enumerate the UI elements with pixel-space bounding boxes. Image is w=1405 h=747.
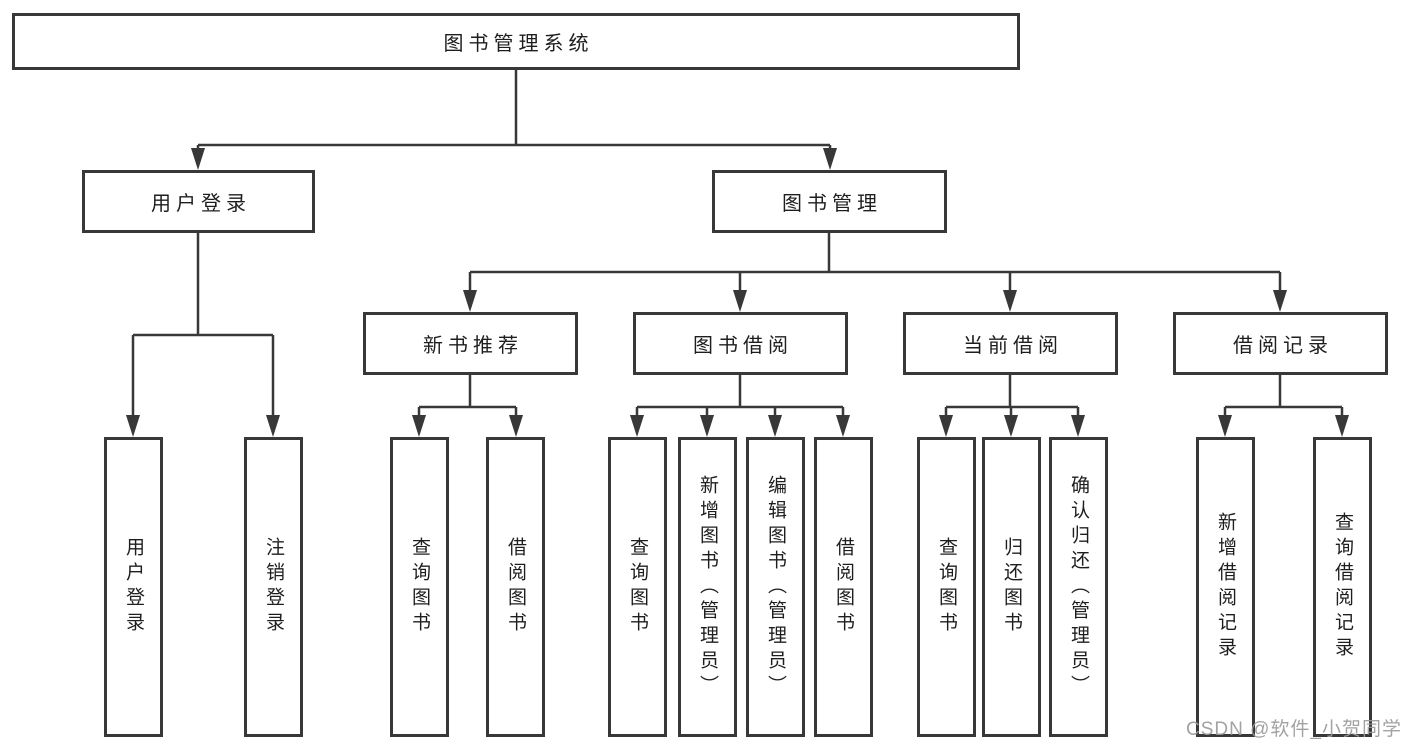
node-confirm-return-admin-label: 确认归还（管理员） bbox=[1068, 474, 1089, 700]
node-user-login-leaf: 用户登录 bbox=[104, 437, 163, 737]
node-logout: 注销登录 bbox=[244, 437, 303, 737]
node-root: 图书管理系统 bbox=[12, 13, 1020, 70]
connector-paths bbox=[131, 70, 1344, 419]
node-current-borrowing-label: 当前借阅 bbox=[963, 335, 1063, 357]
node-new-book-recommend: 新书推荐 bbox=[363, 312, 578, 375]
node-book-borrowing-label: 图书借阅 bbox=[693, 335, 793, 357]
node-query-books-current: 查询图书 bbox=[917, 437, 976, 737]
node-book-management-label: 图书管理 bbox=[782, 193, 882, 215]
node-add-books-admin-label: 新增图书（管理员） bbox=[697, 474, 718, 700]
arrowheads bbox=[126, 148, 1349, 437]
node-book-borrowing: 图书借阅 bbox=[633, 312, 848, 375]
node-add-borrow-record: 新增借阅记录 bbox=[1196, 437, 1255, 737]
node-query-books-recommend: 查询图书 bbox=[390, 437, 449, 737]
node-confirm-return-admin: 确认归还（管理员） bbox=[1049, 437, 1108, 737]
node-query-books-recommend-label: 查询图书 bbox=[409, 537, 430, 637]
node-borrow-books-borrowing: 借阅图书 bbox=[814, 437, 873, 737]
node-edit-books-admin-label: 编辑图书（管理员） bbox=[765, 474, 786, 700]
node-new-book-recommend-label: 新书推荐 bbox=[423, 335, 523, 357]
node-add-borrow-record-label: 新增借阅记录 bbox=[1215, 512, 1236, 662]
node-root-label: 图书管理系统 bbox=[443, 33, 594, 55]
node-current-borrowing: 当前借阅 bbox=[903, 312, 1118, 375]
node-query-books-borrowing: 查询图书 bbox=[608, 437, 667, 737]
node-borrow-books-borrowing-label: 借阅图书 bbox=[833, 537, 854, 637]
node-return-books: 归还图书 bbox=[982, 437, 1041, 737]
node-borrowing-records: 借阅记录 bbox=[1173, 312, 1388, 375]
node-borrowing-records-label: 借阅记录 bbox=[1233, 335, 1333, 357]
node-book-management: 图书管理 bbox=[712, 170, 947, 233]
node-borrow-books-recommend: 借阅图书 bbox=[486, 437, 545, 737]
node-user-login-module: 用户登录 bbox=[82, 170, 315, 233]
node-query-books-current-label: 查询图书 bbox=[936, 537, 957, 637]
node-query-books-borrowing-label: 查询图书 bbox=[627, 537, 648, 637]
node-edit-books-admin: 编辑图书（管理员） bbox=[746, 437, 805, 737]
node-query-borrow-record: 查询借阅记录 bbox=[1313, 437, 1372, 737]
node-borrow-books-recommend-label: 借阅图书 bbox=[505, 537, 526, 637]
node-user-login-leaf-label: 用户登录 bbox=[123, 537, 144, 637]
node-logout-label: 注销登录 bbox=[263, 537, 284, 637]
node-add-books-admin: 新增图书（管理员） bbox=[678, 437, 737, 737]
node-query-borrow-record-label: 查询借阅记录 bbox=[1332, 512, 1353, 662]
node-return-books-label: 归还图书 bbox=[1001, 537, 1022, 637]
node-user-login-module-label: 用户登录 bbox=[151, 193, 251, 215]
watermark: CSDN @软件_小贺同学 bbox=[1186, 719, 1402, 740]
